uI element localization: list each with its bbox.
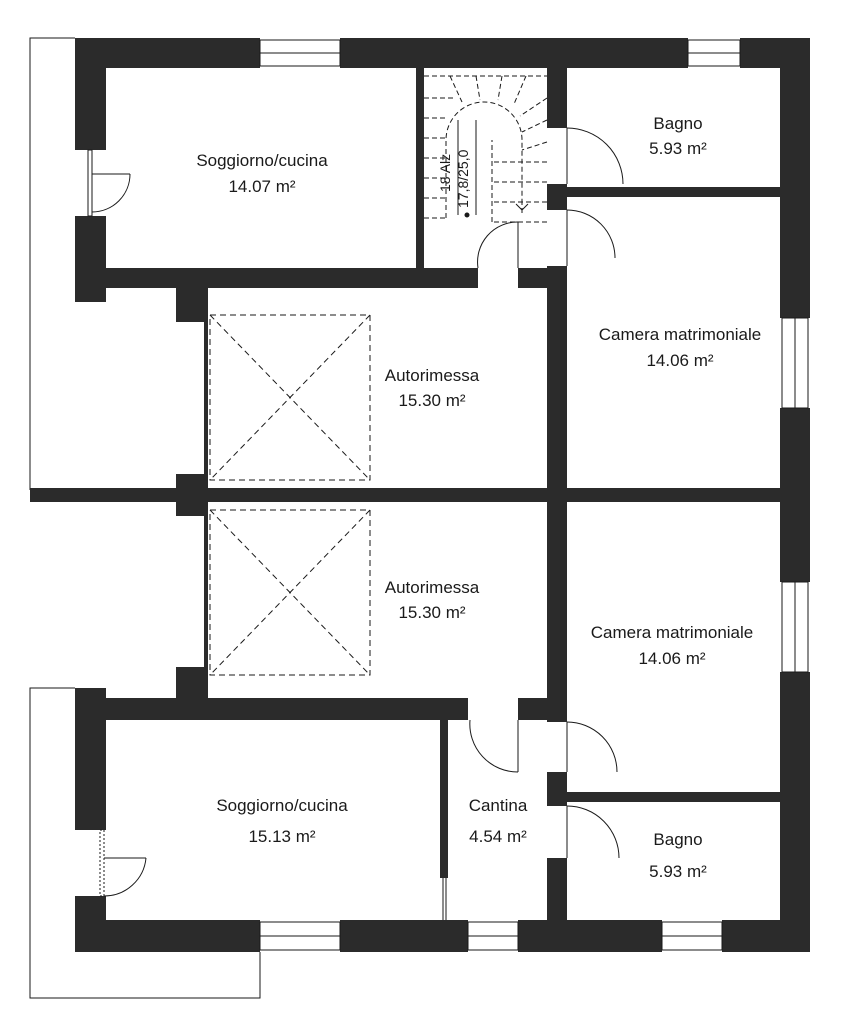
room-name-soggiorno-top: Soggiorno/cucina: [196, 151, 328, 170]
room-name-soggiorno-bottom: Soggiorno/cucina: [216, 796, 348, 815]
room-area-autorimessa-top: 15.30 m²: [398, 391, 465, 410]
room-name-autorimessa-top: Autorimessa: [385, 366, 480, 385]
room-area-autorimessa-bottom: 15.30 m²: [398, 603, 465, 622]
window-glass: [87, 39, 809, 951]
room-name-cantina: Cantina: [469, 796, 528, 815]
room-name-camera-top: Camera matrimoniale: [599, 325, 762, 344]
room-area-soggiorno-bottom: 15.13 m²: [248, 827, 315, 846]
door-swings: [91, 127, 624, 897]
room-labels: Soggiorno/cucina 14.07 m² Bagno 5.93 m² …: [196, 114, 761, 881]
room-area-cantina: 4.54 m²: [469, 827, 527, 846]
terrace-outlines: [29, 37, 261, 999]
stair-arrow: [457, 120, 529, 218]
garage-door-symbols: [209, 314, 371, 676]
room-name-autorimessa-bottom: Autorimessa: [385, 578, 480, 597]
room-name-camera-bottom: Camera matrimoniale: [591, 623, 754, 642]
room-area-soggiorno-top: 14.07 m²: [228, 177, 295, 196]
room-area-camera-top: 14.06 m²: [646, 351, 713, 370]
room-area-bagno-bottom: 5.93 m²: [649, 862, 707, 881]
stair: [424, 75, 548, 223]
room-name-bagno-bottom: Bagno: [653, 830, 702, 849]
room-area-bagno-top: 5.93 m²: [649, 139, 707, 158]
room-name-bagno-top: Bagno: [653, 114, 702, 133]
stair-label-alz: 18 Alz: [437, 154, 453, 192]
stair-label-dims: 17,8/25,0: [455, 149, 471, 208]
walls: [30, 38, 810, 952]
room-area-camera-bottom: 14.06 m²: [638, 649, 705, 668]
